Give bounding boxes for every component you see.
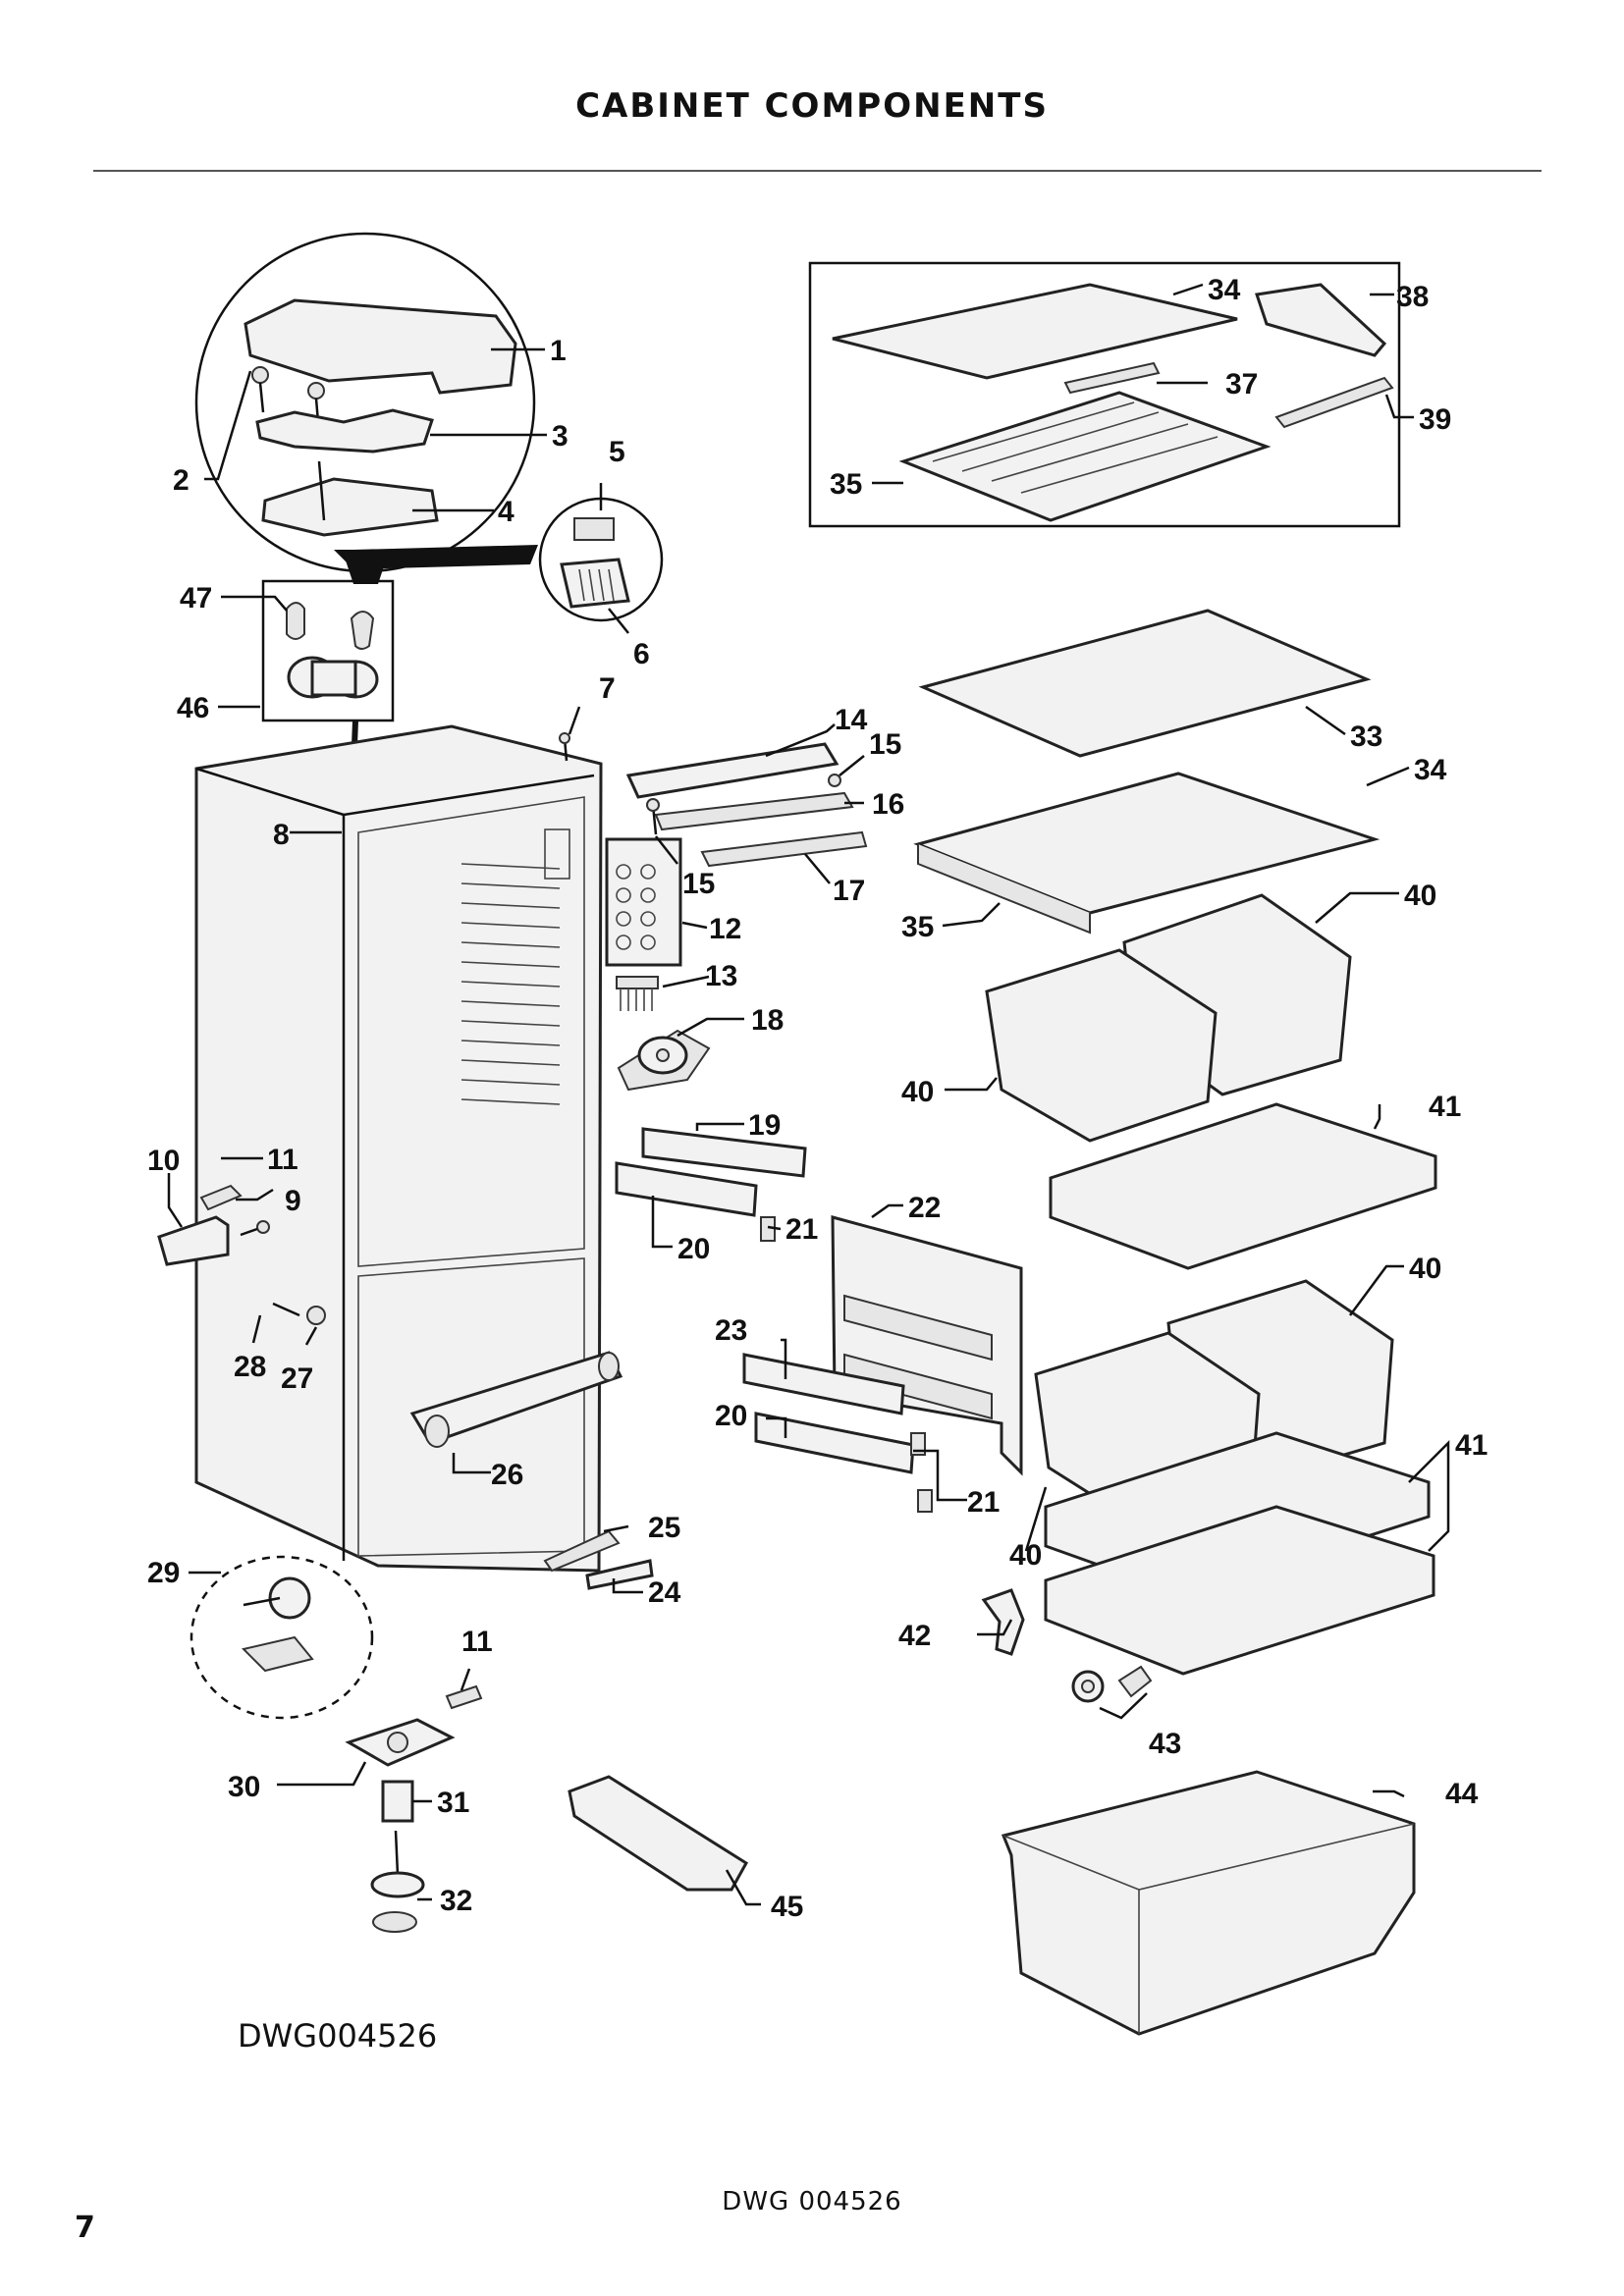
callout-41-upper: 41 (1429, 1091, 1461, 1123)
callout-21-lower: 21 (967, 1486, 1000, 1519)
footer-drawing-code: DWG 004526 (722, 2187, 902, 2216)
callout-22: 22 (908, 1192, 941, 1224)
shelf-assembly-box (808, 261, 1401, 528)
callout-15-lower: 15 (682, 868, 715, 900)
callout-7: 7 (599, 672, 616, 705)
callout-20-upper: 20 (677, 1233, 710, 1265)
callout-11-lower: 11 (461, 1626, 493, 1658)
callout-2: 2 (173, 464, 189, 497)
callout-37: 37 (1225, 368, 1258, 400)
callout-32: 32 (440, 1885, 472, 1917)
callout-42: 42 (898, 1620, 931, 1652)
callout-40-a: 40 (1404, 880, 1436, 912)
callout-30: 30 (228, 1771, 260, 1803)
callout-11-upper: 11 (267, 1144, 298, 1176)
callout-5: 5 (609, 436, 625, 468)
callout-25: 25 (648, 1512, 680, 1544)
callout-21-upper: 21 (785, 1213, 818, 1246)
leader-lines (167, 283, 1450, 1906)
callout-34-upper: 34 (1208, 274, 1241, 306)
callout-3: 3 (552, 420, 568, 453)
callout-28: 28 (234, 1351, 266, 1383)
callout-17: 17 (833, 875, 865, 907)
callout-47: 47 (180, 582, 212, 614)
callout-43: 43 (1149, 1728, 1181, 1760)
callout-4: 4 (498, 496, 514, 528)
callout-1: 1 (550, 335, 567, 367)
callout-18: 18 (751, 1004, 784, 1037)
callout-27: 27 (281, 1362, 313, 1395)
callout-15-upper: 15 (869, 728, 901, 761)
callout-20-lower: 20 (715, 1400, 747, 1432)
title-divider (93, 170, 1542, 172)
callout-14: 14 (835, 704, 868, 736)
top-hinge-detail (194, 232, 536, 573)
callout-24: 24 (648, 1576, 681, 1609)
callout-12: 12 (709, 913, 741, 945)
page-number: 7 (75, 2211, 95, 2245)
callout-35-lower: 35 (901, 911, 934, 943)
page-title: CABINET COMPONENTS (575, 86, 1049, 126)
callout-44: 44 (1445, 1778, 1479, 1810)
part-29-roller-detail (189, 1555, 374, 1720)
callout-40-b: 40 (901, 1076, 934, 1108)
water-fitting-detail (261, 579, 395, 772)
callout-41-lower: 41 (1455, 1429, 1488, 1462)
callout-9: 9 (285, 1185, 301, 1217)
upper-bins (985, 893, 1352, 1143)
part-14-cover (625, 742, 839, 799)
callout-19: 19 (748, 1109, 781, 1142)
part-18-fan (617, 1029, 711, 1092)
callout-46: 46 (177, 692, 209, 724)
callout-35-upper: 35 (830, 468, 862, 501)
callout-6: 6 (633, 638, 650, 670)
callout-8: 8 (273, 819, 290, 851)
drawing-code: DWG004526 (238, 2017, 438, 2055)
callout-34-lower: 34 (1414, 754, 1447, 786)
callout-33: 33 (1350, 721, 1382, 753)
callout-labels: 1 2 3 4 5 6 47 46 7 8 14 15 16 15 17 12 … (147, 274, 1488, 1923)
callout-16: 16 (872, 788, 904, 821)
callout-23: 23 (715, 1314, 747, 1347)
callout-38: 38 (1396, 281, 1429, 313)
callout-45: 45 (771, 1891, 803, 1923)
part-12-control-panel (605, 837, 682, 967)
callout-29: 29 (147, 1557, 180, 1589)
connector-detail (538, 497, 664, 622)
callout-40-d: 40 (1009, 1539, 1042, 1572)
callout-39: 39 (1419, 403, 1451, 436)
callout-26: 26 (491, 1459, 523, 1491)
callout-13: 13 (705, 960, 737, 992)
cabinet-body (194, 724, 623, 1573)
callout-40-c: 40 (1409, 1253, 1441, 1285)
callout-10: 10 (147, 1145, 180, 1177)
callout-31: 31 (437, 1787, 469, 1819)
